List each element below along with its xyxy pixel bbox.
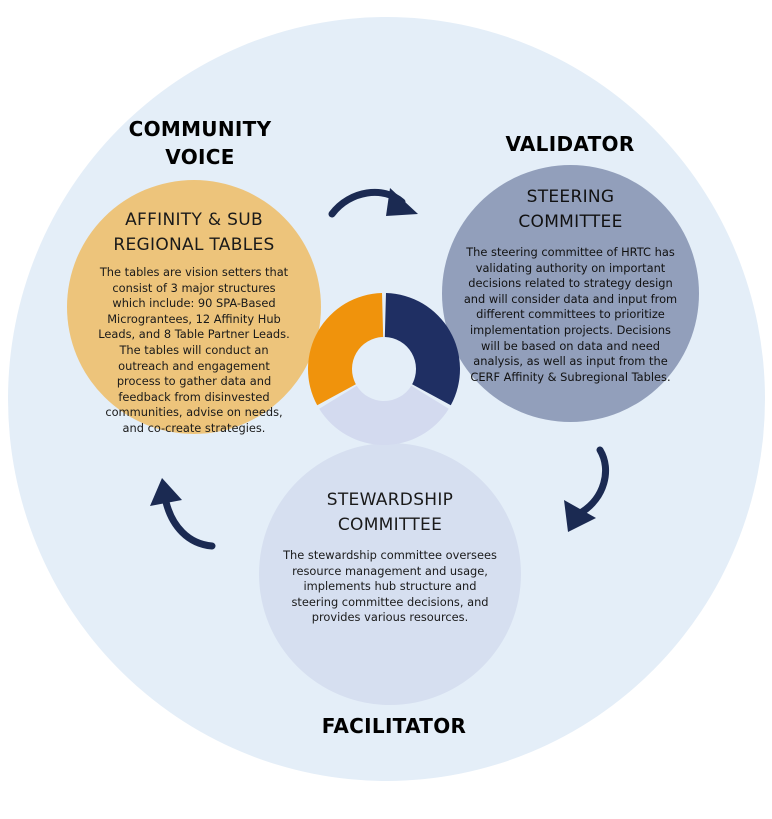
donut-segment-lavender	[319, 385, 449, 445]
affinity-tables-description: The tables are vision setters that consi…	[98, 265, 290, 435]
donut-segment-navy	[384, 293, 460, 406]
donut-graphic	[308, 293, 460, 445]
stewardship-committee-circle: STEWARDSHIP COMMITTEE The stewardship co…	[259, 443, 521, 705]
role-label-validator: VALIDATOR	[480, 130, 660, 158]
role-text-facilitator: FACILITATOR	[321, 714, 467, 738]
curved-arrow-up-icon	[150, 478, 216, 550]
stewardship-committee-description: The stewardship committee oversees resou…	[283, 548, 497, 625]
affinity-tables-title: AFFINITY & SUB REGIONAL TABLES	[113, 210, 275, 255]
role-label-community-voice: COMMUNITY VOICE	[100, 115, 300, 171]
steering-committee-description: The steering committee of HRTC has valid…	[463, 245, 678, 384]
steering-committee-circle: STEERING COMMITTEE The steering committe…	[442, 165, 699, 422]
curved-arrow-right-icon	[328, 188, 418, 218]
steering-committee-title: STEERING COMMITTEE	[518, 187, 623, 232]
role-text-validator: VALIDATOR	[505, 132, 635, 156]
stewardship-committee-title: STEWARDSHIP COMMITTEE	[326, 490, 454, 535]
donut-segment-orange	[308, 293, 384, 406]
role-text-community-voice: COMMUNITY VOICE	[128, 117, 272, 169]
role-label-facilitator: FACILITATOR	[294, 712, 494, 740]
affinity-tables-circle: AFFINITY & SUB REGIONAL TABLES The table…	[67, 180, 321, 435]
curved-arrow-down-icon	[564, 446, 610, 532]
